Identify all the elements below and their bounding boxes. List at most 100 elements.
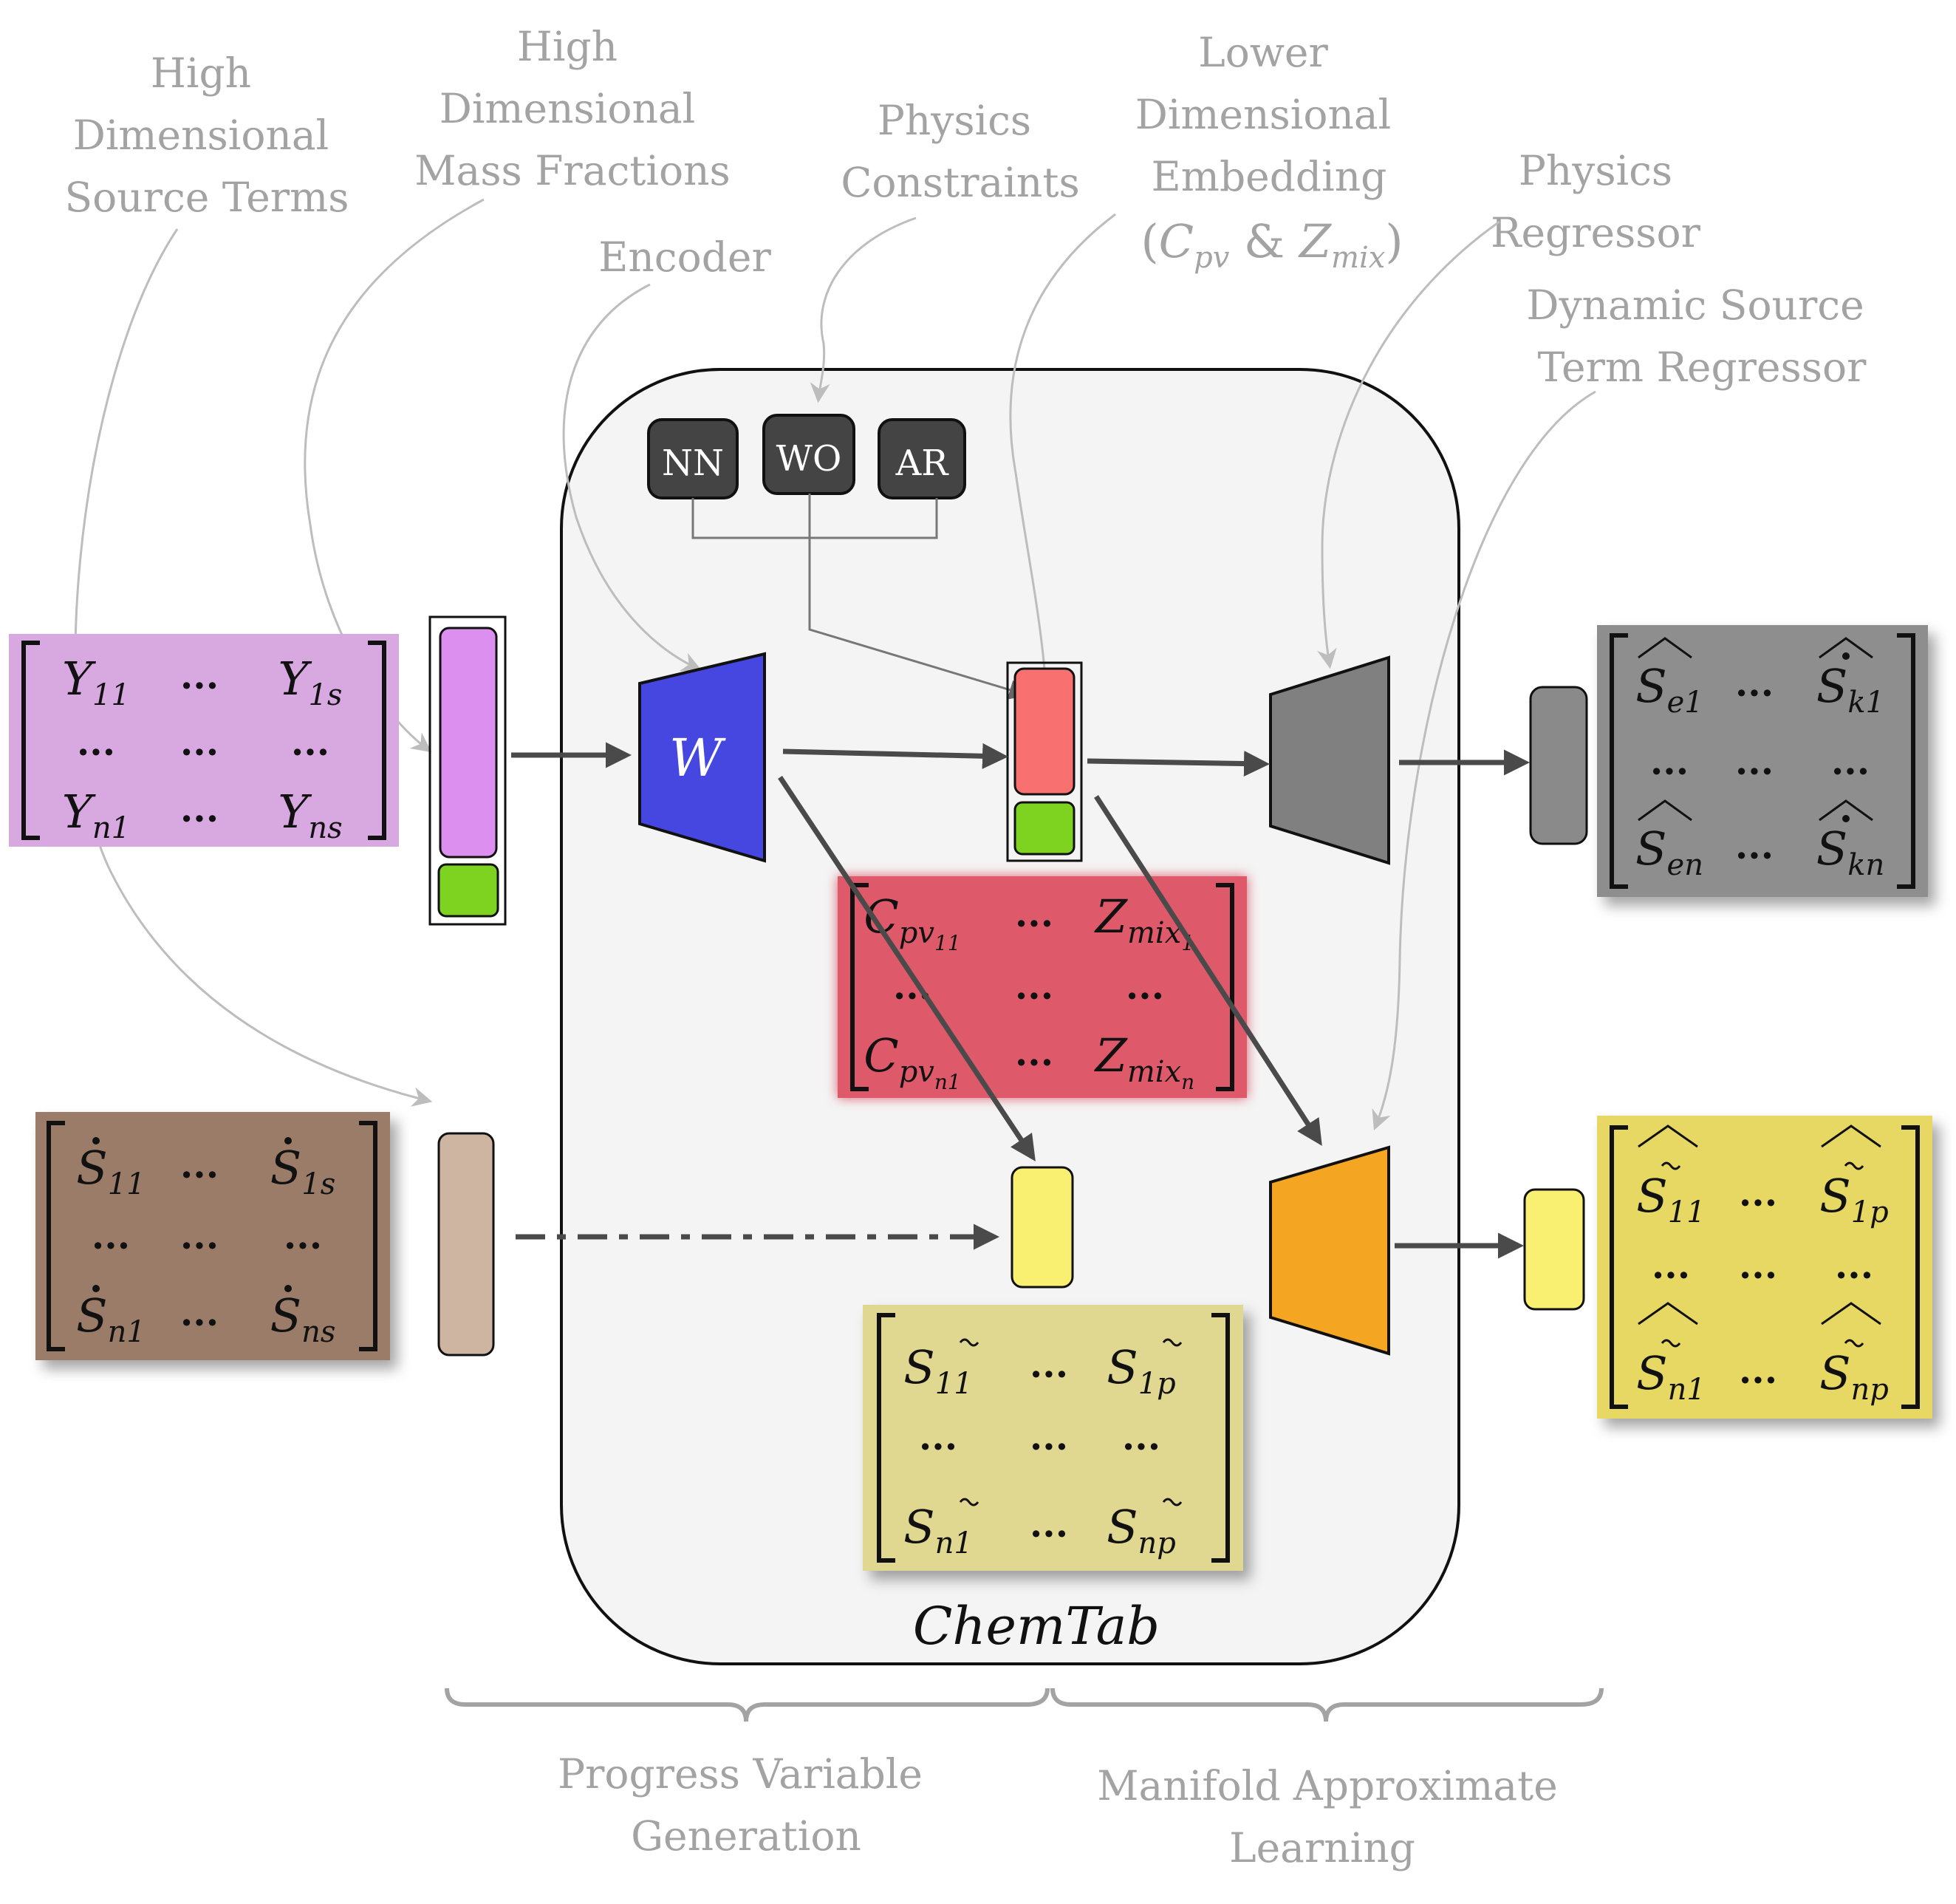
embedding-math-z-sub: mix [1331,241,1385,275]
source_terms-ellipsis-middle-right: ... [284,1214,322,1258]
physics_out-ellipsis-middle-left: ... [1650,740,1689,783]
constraint-wo-chip: WO [762,414,855,495]
matrices-layer: Y11...Y1s.........Yn1...YnsS11...S1s....… [21,633,1920,1563]
physics_out-top-left-subscript: e1 [1667,686,1703,720]
arrow-embedding-to-physics-regressor [1087,751,1270,777]
source_terms-matrix-right-bracket [359,1121,377,1351]
dynamic_out-ellipsis-middle-center: ... [1739,1243,1777,1287]
constraint-wo-label: WO [776,438,842,480]
physics_out-top-left-hat-accent [1638,637,1692,659]
dynamic-regressor-block [1269,1145,1390,1356]
constraint-nn-chip: NN [647,418,739,499]
embedding-bottom-left-subscript: pv [899,1055,935,1089]
physics_out-bottom-left-hat-accent [1638,799,1692,822]
physics_out-ellipsis-bottom-middle: ... [1735,824,1774,867]
callout-dynamic-regressor: Dynamic Source Term Regressor [1526,281,1867,391]
pv_source-matrix-left-bracket [877,1313,895,1563]
source_terms-bottom-left-subscript: n1 [108,1315,146,1349]
mass-fraction-bar [439,627,498,859]
embedding-ellipsis-bottom-middle: ... [1015,1031,1053,1074]
source_terms-top-left-symbol: S [76,1141,107,1195]
mass_fractions-top-left-subscript: 11 [92,678,130,712]
callout-physics-constraints: Physics Constraints [841,97,1079,206]
pv_source-ellipsis-bottom-middle: ... [1030,1502,1068,1546]
embedding-bottom-right-subsubscript: n [1181,1070,1194,1094]
dynamic_out-top-left-entry: S11 [1636,1169,1705,1229]
source_terms-ellipsis-middle-center: ... [180,1214,219,1258]
callout-source-terms-line-3: Source Terms [65,174,349,221]
pv_source-bottom-left-entry: Sn1 [903,1500,973,1560]
pv_source-top-left-subscript: 11 [935,1367,973,1401]
dynamic_out-top-right-hat-accent [1821,1125,1881,1148]
pv_source-top-right-tilde-accent [1162,1338,1183,1347]
callout-dynamic-regressor-line-1: Dynamic Source [1526,281,1864,329]
dynamic_out-bottom-right-hat-accent [1821,1302,1881,1325]
brace-label-progress-variable-line-1: Progress Variable [558,1750,923,1798]
callout-mass-fractions-line-3: Mass Fractions [414,147,731,194]
brace-manifold-learning [1050,1688,1604,1722]
callout-encoder-line-1: Encoder [598,233,771,281]
callout-physics-constraints-line-1: Physics [878,97,1031,144]
source-term-matrix-panel [35,1112,390,1360]
constraint-ar-label: AR [895,443,950,484]
dynamic_out-ellipsis-top-middle: ... [1739,1171,1777,1215]
mass_fractions-bottom-left-entry: Yn1 [62,785,130,845]
dynamic_out-top-left-hat-accent [1638,1125,1698,1148]
arrow-encoder-to-pv-source [778,776,1036,1161]
pv_source-matrix-right-bracket [1211,1313,1230,1563]
embedding-math-close: ) [1385,214,1403,268]
pv_source-top-left-symbol: S [903,1340,934,1394]
callout-embedding: Lower Dimensional Embedding (Cpv & Zmix) [1135,29,1403,275]
embedding-bottom-left-symbol: C [864,1028,898,1082]
embedding-bottom-left-entry: Cpvn1 [864,1028,961,1094]
dynamic_out-ellipsis-middle-right: ... [1835,1243,1873,1287]
mass_fractions-matrix-left-bracket [21,641,40,840]
pv_source-bottom-right-entry: Snp [1107,1500,1176,1560]
mass_fractions-ellipsis-middle-left: ... [77,720,115,764]
constraint-ar-chip: AR [878,418,966,499]
source-term-bar [437,1132,495,1357]
leader-physics-regressor [1317,220,1500,669]
source_terms-bottom-right-subscript: ns [301,1315,335,1349]
source_terms-top-left-subscript: 11 [108,1167,146,1201]
embedding-bar [1013,667,1076,796]
arrow-embedding-to-dynamic-regressor [1094,795,1322,1146]
source_terms-bottom-right-symbol: S [270,1289,301,1342]
pv_source-bottom-left-symbol: S [903,1500,934,1554]
brace-progress-variable [445,1688,1050,1722]
callout-embedding-line-1: Lower [1198,29,1328,76]
embedding-top-right-entry: Zmix1 [1094,890,1194,955]
dynamic_out-matrix-right-bracket [1901,1125,1920,1409]
source_terms-top-left-entry: S11 [76,1141,145,1201]
source_terms-ellipsis-bottom-middle: ... [180,1291,219,1334]
constraint-bracket [691,498,938,539]
dynamic_out-bottom-left-subscript: n1 [1668,1373,1706,1407]
pv_source-top-left-entry: S11 [903,1340,972,1401]
dynamic_out-top-right-entry: S1p [1819,1169,1889,1229]
pv-source-cell [1011,1166,1074,1289]
callout-physics-regressor-line-1: Physics [1519,147,1672,194]
pv_source-bottom-right-subscript: np [1138,1526,1176,1560]
dynamic_out-bottom-right-tilde-accent [1844,1339,1864,1348]
physics-output-matrix-panel [1597,625,1928,897]
mass_fractions-ellipsis-top-middle: ... [180,654,219,697]
embedding-bottom-right-entry: Zmixn [1094,1028,1194,1094]
pv_source-top-left-tilde-accent [959,1338,979,1347]
physics_out-matrix-left-bracket [1610,633,1628,889]
callout-embedding-math: (Cpv & Zmix) [1141,214,1403,275]
physics_out-bottom-right-hat-accent [1819,799,1873,822]
pv_source-bottom-right-symbol: S [1107,1500,1138,1554]
physics_out-bottom-right-symbol: S [1816,822,1847,876]
embedding-green-cell [1013,801,1076,856]
mass_fractions-bottom-right-subscript: ns [308,811,342,845]
dynamic_out-bottom-right-symbol: S [1819,1346,1850,1400]
embedding-ellipsis-middle-right: ... [1126,964,1164,1008]
dynamic_out-top-left-symbol: S [1636,1169,1667,1223]
dynamic-output-bar [1523,1188,1585,1311]
callout-source-terms-line-1: High [151,50,251,97]
physics_out-top-right-symbol: S [1816,659,1847,713]
source_terms-top-right-dot-accent [284,1137,292,1144]
physics_out-bottom-right-subscript: kn [1847,848,1884,882]
callout-embedding-line-3: Embedding [1152,153,1387,200]
physics_out-bottom-right-entry: Skn [1816,822,1884,882]
